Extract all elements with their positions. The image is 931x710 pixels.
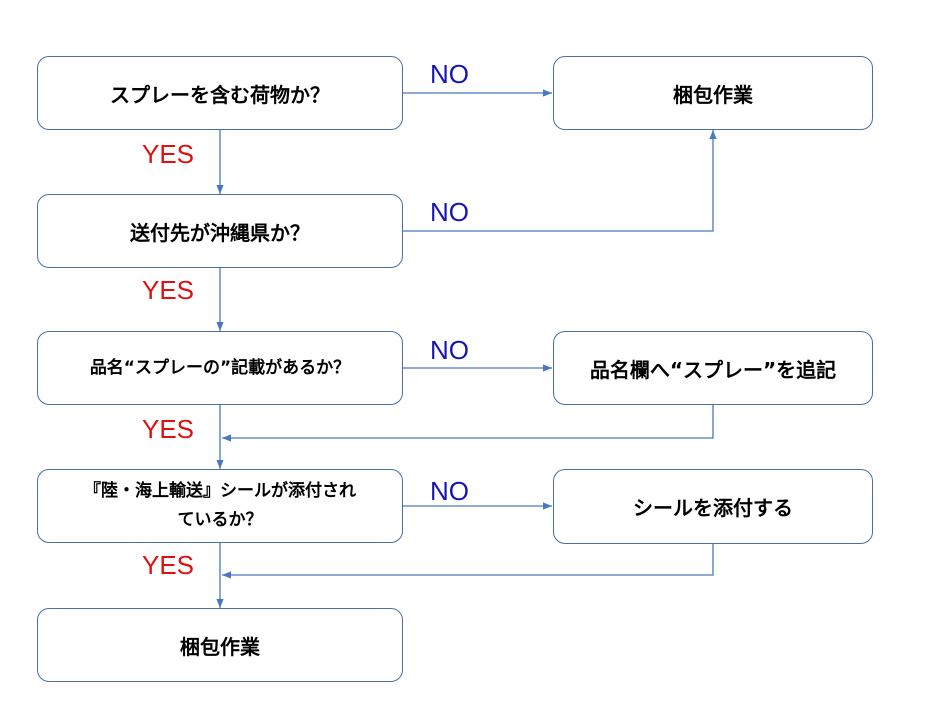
process-add-item-name-text: 品名欄へ“スプレー”を追記 (589, 357, 837, 382)
yes-label-3: YES (142, 414, 195, 444)
decision-seal-attached: 『陸・海上輸送』シールが添付され ているか？ (37, 469, 403, 543)
yes-label-1: YES (142, 139, 195, 169)
arrow-add-name-return (222, 405, 714, 442)
process-attach-seal-text: シールを添付する (633, 496, 793, 520)
yes-label-4: YES (142, 550, 195, 580)
yes-label-2: YES (142, 275, 195, 305)
no-label-4: NO (430, 476, 469, 506)
no-label-1: NO (430, 59, 469, 89)
process-packing-bottom-text: 梱包作業 (180, 634, 260, 659)
decision-item-name-spray: 品名“スプレーの”記載があるか？ (37, 331, 403, 405)
process-add-item-name: 品名欄へ“スプレー”を追記 (553, 331, 873, 405)
arrow-q2-no-to-pack (403, 130, 717, 232)
decision-contains-spray: スプレーを含む荷物か？ (37, 56, 403, 130)
decision-seal-attached-text-line1: 『陸・海上輸送』シールが添付され (84, 481, 356, 501)
process-packing-top-text: 梱包作業 (673, 82, 753, 107)
decision-okinawa-text: 送付先が沖縄県か？ (130, 220, 310, 245)
process-attach-seal: シールを添付する (553, 469, 873, 544)
decision-okinawa: 送付先が沖縄県か？ (37, 194, 403, 268)
decision-seal-attached-text-line2: ているか？ (177, 510, 263, 530)
arrow-attach-return (222, 544, 714, 579)
no-label-3: NO (430, 335, 469, 365)
decision-item-name-spray-text: 品名“スプレーの”記載があるか？ (89, 357, 351, 378)
decision-contains-spray-text: スプレーを含む荷物か？ (110, 82, 330, 107)
no-label-2: NO (430, 197, 469, 227)
process-packing-bottom: 梱包作業 (37, 608, 403, 682)
process-packing-top: 梱包作業 (553, 56, 873, 130)
